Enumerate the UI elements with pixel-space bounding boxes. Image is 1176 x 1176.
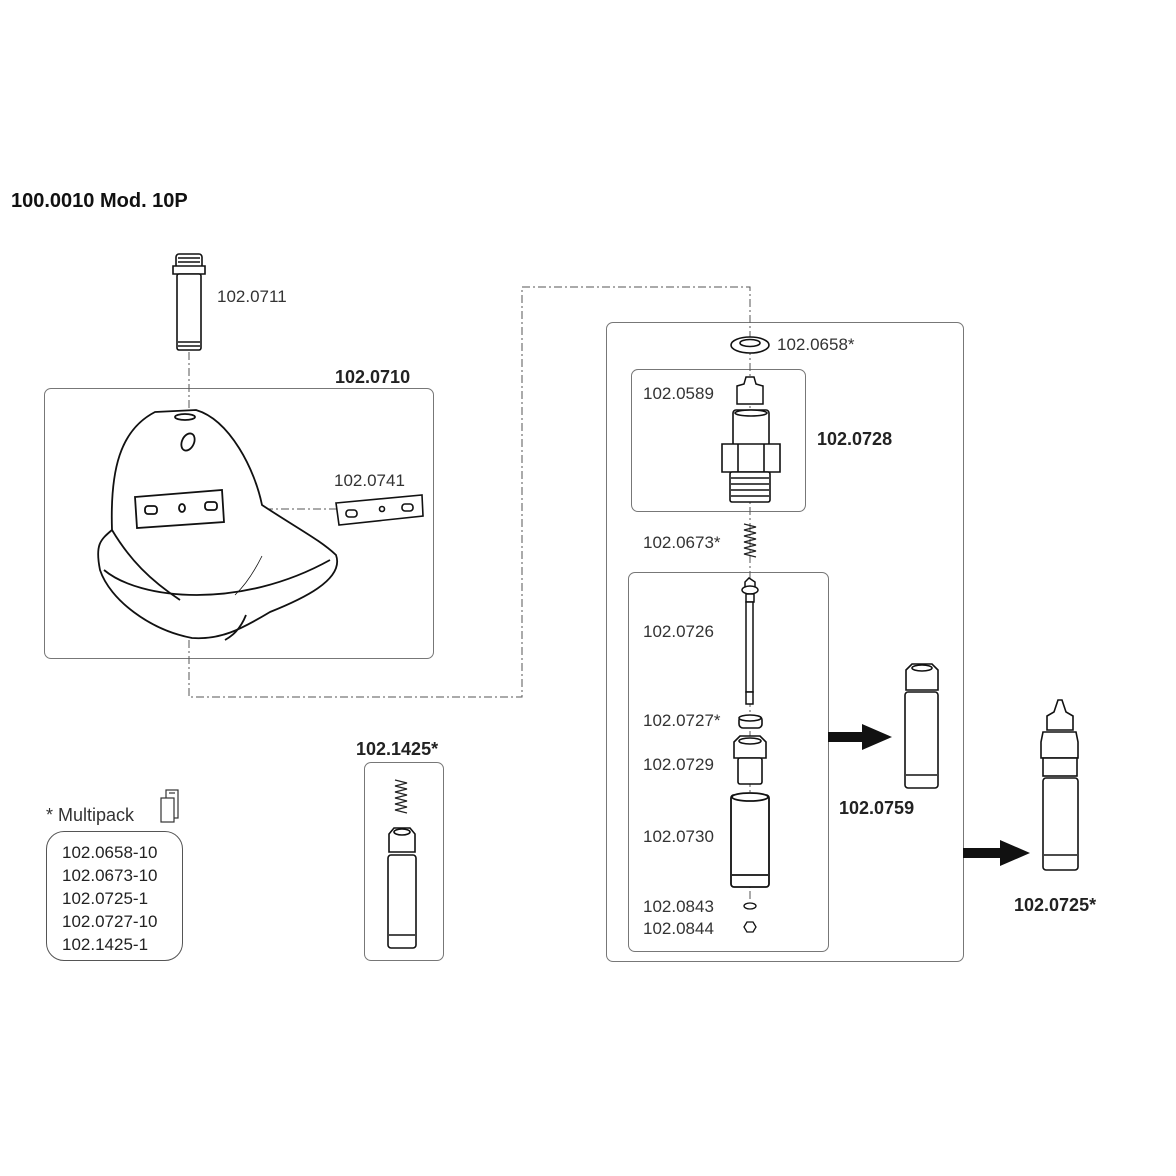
valve-body-icon [721,409,781,503]
spring-kit-icon [394,779,408,814]
bowl-assembly-box [44,388,434,659]
part-label-0710: 102.0710 [335,367,411,387]
part-label-0843: 102.0843 [643,897,714,916]
small-nut-icon [743,921,757,933]
part-label-0730: 102.0730 [643,827,714,846]
part-label-0729: 102.0729 [643,755,714,774]
multipack-item: 102.0673-10 [62,866,158,885]
tube-icon [730,792,770,888]
nipple-tube-icon [387,827,417,949]
multipack-list: 102.0658-10 102.0673-10 102.0725-1 102.0… [46,831,183,961]
part-label-0759: 102.0759 [839,798,915,818]
center-axis-line [188,286,751,900]
part-label-0728: 102.0728 [817,429,893,449]
washer-icon [730,336,770,354]
multipack-box-icon [160,789,179,823]
multipack-item: 102.1425-1 [62,935,149,954]
part-label-0673: 102.0673* [643,533,721,552]
stem-assembly-box [628,572,829,952]
nut-sleeve-icon [733,735,767,785]
seal-ring-icon [738,714,763,729]
valve-assembly-0759-icon [904,663,939,789]
part-label-0726: 102.0726 [643,622,714,641]
small-washer-icon [743,902,757,910]
valve-body-box [631,369,806,512]
part-label-1425: 102.1425* [356,739,439,759]
multipack-heading: * Multipack [46,805,135,825]
valve-assembly-0725-icon [1040,699,1079,871]
drinking-bowl-icon [97,409,339,641]
spring-icon [743,523,757,558]
multipack-item: 102.0658-10 [62,843,158,862]
part-label-0711: 102.0711 [217,287,287,306]
valve-stem-icon [741,577,759,705]
pipe-icon [172,253,206,351]
mounting-bracket-icon [335,494,424,526]
part-label-0658: 102.0658* [777,335,855,354]
part-label-0844: 102.0844 [643,919,714,938]
multipack-item: 102.0725-1 [62,889,149,908]
part-label-0725: 102.0725* [1014,895,1097,915]
spring-kit-box [364,762,444,961]
diagram-title: 100.0010 Mod. 10P [11,190,188,212]
part-label-0741: 102.0741 [334,471,405,490]
arrow-icon [828,724,1030,866]
valve-assembly-box [606,322,964,962]
part-label-0727: 102.0727* [643,711,721,730]
part-label-0589: 102.0589 [643,384,714,403]
valve-cap-icon [736,376,764,405]
multipack-item: 102.0727-10 [62,912,158,931]
